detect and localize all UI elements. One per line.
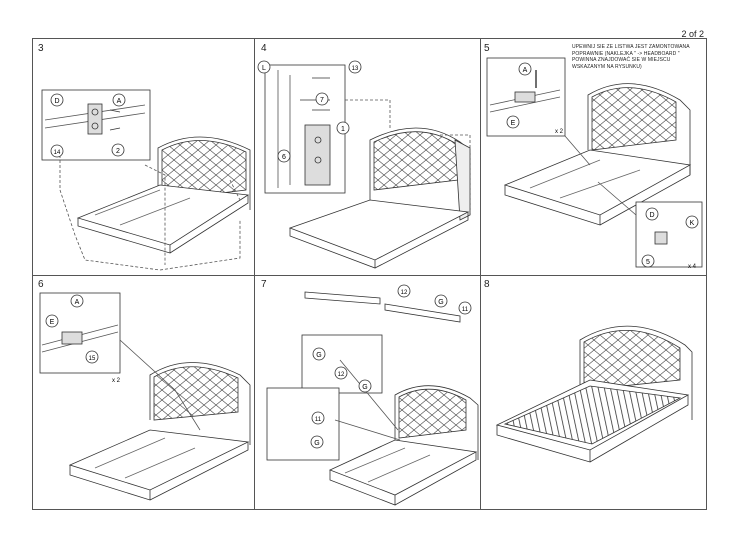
step7-callouts: 12 G 11 G 12 G 11 G bbox=[310, 284, 472, 449]
step5-callouts: A E x 2 D K 5 x 4 bbox=[506, 62, 699, 270]
callout-g: G bbox=[316, 352, 321, 359]
step3-drawing bbox=[41, 89, 251, 271]
row-divider bbox=[33, 275, 706, 276]
callout-6: 6 bbox=[282, 154, 286, 161]
step6-drawing bbox=[39, 292, 251, 501]
column-divider bbox=[480, 39, 481, 509]
callout-d: D bbox=[649, 212, 654, 219]
callout-l: L bbox=[262, 65, 266, 72]
callout-2: 2 bbox=[116, 148, 120, 155]
callout-5: 5 bbox=[646, 259, 650, 266]
callout-a: A bbox=[117, 98, 122, 105]
callout-13: 13 bbox=[352, 66, 359, 72]
step6-callouts: A E 15 x 2 bbox=[45, 294, 121, 384]
callout-g: G bbox=[314, 440, 319, 447]
step5-warning-note: UPEWNIJ SIE ZE LISTWA JEST ZAMONTOWANA P… bbox=[572, 44, 690, 70]
step5-drawing bbox=[486, 57, 703, 268]
step4-drawing bbox=[264, 64, 471, 269]
column-divider bbox=[254, 39, 255, 509]
step-number-5: 5 bbox=[484, 43, 490, 54]
steps-grid bbox=[32, 38, 707, 510]
callout-7: 7 bbox=[320, 97, 324, 104]
callout-1: 1 bbox=[341, 126, 345, 133]
callout-g: G bbox=[362, 384, 367, 391]
step-number-4: 4 bbox=[261, 43, 267, 54]
callout-d: D bbox=[54, 98, 59, 105]
step-number-7: 7 bbox=[261, 279, 267, 290]
step7-drawing bbox=[266, 291, 479, 506]
step8-drawing bbox=[495, 325, 693, 463]
page-number: 2 of 2 bbox=[681, 29, 704, 39]
callout-g: G bbox=[438, 299, 443, 306]
step-number-6: 6 bbox=[38, 279, 44, 290]
qty-x4: x 4 bbox=[688, 264, 697, 270]
step3-callouts: D A 14 2 bbox=[50, 93, 126, 158]
callout-e: E bbox=[511, 120, 516, 127]
step-number-8: 8 bbox=[484, 279, 490, 290]
callout-12: 12 bbox=[338, 372, 345, 378]
qty-x2: x 2 bbox=[555, 129, 564, 135]
callout-11: 11 bbox=[315, 417, 322, 423]
step4-callouts: L 13 7 1 6 bbox=[257, 60, 362, 163]
callout-11: 11 bbox=[462, 307, 469, 313]
callout-a: A bbox=[75, 299, 80, 306]
callout-14: 14 bbox=[54, 150, 61, 156]
step-number-3: 3 bbox=[38, 43, 44, 54]
callout-e: E bbox=[50, 319, 55, 326]
callout-k: K bbox=[690, 220, 695, 227]
qty-x2: x 2 bbox=[112, 378, 121, 384]
callout-a: A bbox=[523, 67, 528, 74]
callout-15: 15 bbox=[89, 356, 96, 362]
callout-12: 12 bbox=[401, 290, 408, 296]
